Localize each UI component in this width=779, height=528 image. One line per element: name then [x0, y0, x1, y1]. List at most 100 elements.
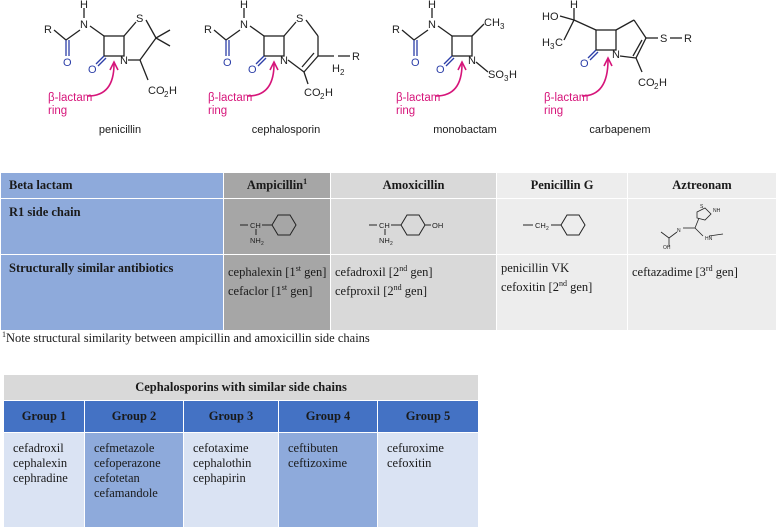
- group-1-drugs: cefadroxil cephalexin cephradine: [3, 432, 85, 528]
- svg-text:H: H: [509, 69, 517, 81]
- svg-text:N: N: [468, 55, 476, 67]
- list-item: cefamandole: [94, 486, 158, 500]
- group-4-drugs: ceftibuten ceftizoxime: [278, 432, 378, 528]
- footnote: 1Note structural similarity between ampi…: [2, 330, 370, 346]
- svg-text:H: H: [428, 0, 436, 11]
- list-item: cephapirin: [193, 471, 246, 485]
- list-item: cephalexin: [13, 456, 68, 470]
- svg-text:O: O: [411, 57, 420, 69]
- list-item: cefadroxil: [13, 441, 64, 455]
- row-label-similar: Structurally similar antibiotics: [0, 254, 224, 331]
- table-row: R1 side chain CH NH 2 CH NH 2: [0, 198, 777, 255]
- svg-text:OH: OH: [432, 221, 443, 230]
- svg-text:O: O: [436, 64, 445, 76]
- svg-text:CO: CO: [148, 85, 165, 97]
- ring-label: ring: [48, 105, 67, 117]
- svg-text:H: H: [240, 0, 248, 11]
- svg-text:2: 2: [390, 241, 393, 247]
- svg-text:H: H: [659, 77, 667, 89]
- table-header-row: Beta lactam Ampicillin1 Amoxicillin Peni…: [0, 172, 777, 199]
- svg-text:S: S: [660, 33, 667, 45]
- svg-text:N: N: [80, 19, 88, 31]
- list-item: ceftazadime [3rd gen]: [632, 264, 738, 280]
- group-header: Group 3: [183, 400, 279, 433]
- lactam-label: β-lactam: [544, 92, 588, 104]
- svg-text:3: 3: [500, 22, 505, 31]
- svg-text:N: N: [240, 19, 248, 31]
- amoxicillin-side-chain: CH NH 2 OH: [330, 198, 497, 255]
- svg-text:HN: HN: [705, 236, 713, 242]
- penicillin-g-side-chain: CH 2: [496, 198, 628, 255]
- group-header: Group 5: [377, 400, 479, 433]
- svg-text:R: R: [352, 51, 360, 63]
- svg-text:O: O: [248, 64, 257, 76]
- cephalosporin-groups-table: Cephalosporins with similar side chains …: [3, 374, 479, 528]
- ring-label: ring: [544, 105, 563, 117]
- svg-text:CH: CH: [379, 221, 390, 230]
- group-5-drugs: cefuroxime cefoxitin: [377, 432, 479, 528]
- lactam-label: β-lactam: [396, 92, 440, 104]
- svg-text:N: N: [120, 55, 128, 67]
- group-header: Group 2: [84, 400, 184, 433]
- svg-text:O: O: [88, 64, 97, 76]
- beta-lactam-table: Beta lactam Ampicillin1 Amoxicillin Peni…: [0, 172, 777, 331]
- svg-text:H: H: [542, 37, 550, 49]
- list-item: cefoxitin: [387, 456, 432, 470]
- svg-text:3: 3: [550, 42, 555, 51]
- svg-text:H: H: [325, 87, 333, 99]
- svg-text:3: 3: [504, 74, 509, 83]
- lactam-label: β-lactam: [48, 92, 92, 104]
- amoxicillin-similar: cefadroxil [2nd gen] cefproxil [2nd gen]: [330, 254, 497, 331]
- svg-text:R: R: [392, 24, 400, 36]
- header-ampicillin: Ampicillin1: [223, 172, 331, 199]
- group-header: Group 4: [278, 400, 378, 433]
- ring-label: ring: [208, 105, 227, 117]
- svg-text:2: 2: [164, 90, 169, 99]
- monobactam-structure: R O N H O N CH 3 SO 3 H β-lactam ring: [388, 0, 538, 120]
- aztreonam-side-chain: NH S N HN OH: [627, 198, 777, 255]
- table-header-row: Group 1 Group 2 Group 3 Group 4 Group 5: [3, 400, 479, 433]
- ring-label: ring: [396, 105, 415, 117]
- svg-text:C: C: [555, 37, 563, 49]
- svg-text:CH: CH: [535, 221, 546, 230]
- svg-text:CO: CO: [304, 87, 321, 99]
- penicillin-structure: R O N H O N S CO 2 H β-lacta: [40, 0, 190, 120]
- svg-text:HO: HO: [542, 11, 559, 23]
- header-penicillin-g: Penicillin G: [496, 172, 628, 199]
- penicillin-g-similar: penicillin VK cefoxitin [2nd gen]: [496, 254, 628, 331]
- svg-text:N: N: [612, 49, 620, 61]
- row-label-side-chain: R1 side chain: [0, 198, 224, 255]
- svg-text:N: N: [280, 55, 288, 67]
- table-title-row: Cephalosporins with similar side chains: [3, 374, 479, 401]
- table-row: cefadroxil cephalexin cephradine cefmeta…: [3, 432, 479, 528]
- ceph-table-title: Cephalosporins with similar side chains: [3, 374, 479, 401]
- list-item: cephradine: [13, 471, 68, 485]
- svg-text:2: 2: [546, 226, 549, 232]
- carbapenem-structure: HO H H 3 C O N S R CO 2 H: [538, 0, 708, 120]
- svg-text:R: R: [204, 24, 212, 36]
- ampicillin-side-chain: CH NH 2: [223, 198, 331, 255]
- svg-text:S: S: [136, 13, 143, 25]
- svg-text:2: 2: [340, 68, 345, 77]
- group-3-drugs: cefotaxime cephalothin cephapirin: [183, 432, 279, 528]
- structure-name: carbapenem: [589, 124, 651, 136]
- group-2-drugs: cefmetazole cefoperazone cefotetan cefam…: [84, 432, 184, 528]
- svg-text:2: 2: [261, 241, 264, 247]
- aztreonam-similar: ceftazadime [3rd gen]: [627, 254, 777, 331]
- structure-name: penicillin: [98, 124, 142, 136]
- svg-text:O: O: [63, 57, 72, 69]
- svg-text:H: H: [169, 85, 177, 97]
- svg-text:H: H: [332, 63, 340, 75]
- list-item: cefotaxime: [193, 441, 249, 455]
- list-item: cefoperazone: [94, 456, 161, 470]
- list-item: cephalexin [1st gen]: [228, 264, 327, 280]
- svg-text:OH: OH: [663, 245, 671, 250]
- structures-row: R O N H O N S CO 2 H β-lacta: [0, 0, 779, 160]
- svg-text:NH: NH: [713, 208, 721, 214]
- svg-text:SO: SO: [488, 69, 504, 81]
- list-item: cefotetan: [94, 471, 140, 485]
- list-item: ceftibuten: [288, 441, 338, 455]
- structure-name: monobactam: [433, 124, 497, 136]
- list-item: cefuroxime: [387, 441, 444, 455]
- table-row: Structurally similar antibiotics cephale…: [0, 254, 777, 331]
